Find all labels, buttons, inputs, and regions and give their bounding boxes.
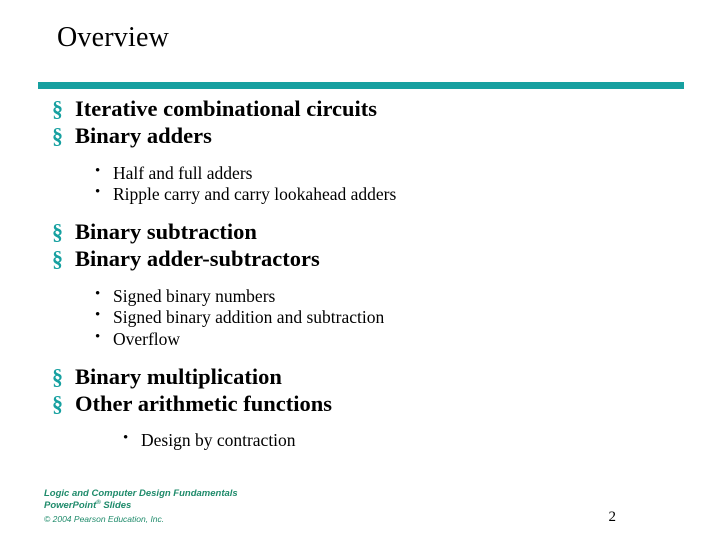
spacer xyxy=(38,206,698,219)
logo-subtitle-rest: Slides xyxy=(100,500,132,512)
spacer xyxy=(38,418,698,430)
registered-mark-icon: ® xyxy=(96,500,101,506)
dot-bullet-icon: • xyxy=(95,184,101,201)
bullet-item: § Other arithmetic functions xyxy=(38,391,698,417)
bullet-label: Ripple carry and carry lookahead adders xyxy=(113,184,397,205)
section-bullet-icon: § xyxy=(52,391,63,416)
spacer xyxy=(38,151,698,163)
bullet-item: • Signed binary numbers xyxy=(38,286,698,308)
bullet-item: § Binary adders xyxy=(38,123,698,149)
logo-subtitle-line: PowerPoint® Slides xyxy=(44,500,131,511)
section-bullet-icon: § xyxy=(52,363,63,389)
bullet-label: Binary multiplication xyxy=(75,363,282,389)
section-bullet-icon: § xyxy=(52,123,63,149)
page-number: 2 xyxy=(608,509,617,525)
page-title: Overview xyxy=(57,22,170,53)
bullet-item: § Iterative combinational circuits xyxy=(38,96,698,122)
dot-bullet-icon: • xyxy=(123,430,129,447)
bullet-item: § Binary multiplication xyxy=(38,364,698,390)
bullet-item: • Design by contraction xyxy=(38,430,698,452)
bullet-label: Signed binary addition and subtraction xyxy=(113,307,385,328)
bullet-item: § Binary subtraction xyxy=(38,219,698,245)
logo-title-line: Logic and Computer Design Fundamentals xyxy=(44,488,238,499)
bullet-label: Binary adder-subtractors xyxy=(75,246,320,272)
bullet-label: Half and full adders xyxy=(113,162,253,183)
bullet-label: Iterative combinational circuits xyxy=(75,96,378,121)
dot-bullet-icon: • xyxy=(95,285,101,302)
dot-bullet-icon: • xyxy=(95,162,101,179)
section-bullet-icon: § xyxy=(52,219,63,244)
bullet-item: § Binary adder-subtractors xyxy=(38,246,698,272)
bullet-item: • Overflow xyxy=(38,329,698,351)
bullet-label: Overflow xyxy=(113,329,181,349)
title-divider xyxy=(38,82,684,89)
dot-bullet-icon: • xyxy=(95,307,101,324)
spacer xyxy=(38,274,698,286)
bullet-label: Binary adders xyxy=(75,123,212,149)
bullet-label: Design by contraction xyxy=(141,430,296,451)
bullet-item: • Half and full adders xyxy=(38,163,698,185)
spacer xyxy=(38,351,698,364)
dot-bullet-icon: • xyxy=(95,329,101,345)
section-bullet-icon: § xyxy=(52,96,63,121)
logo-subtitle-text: PowerPoint xyxy=(44,500,97,512)
section-bullet-icon: § xyxy=(52,246,63,272)
copyright-line: © 2004 Pearson Education, Inc. xyxy=(44,514,165,524)
publisher-logo: Logic and Computer Design Fundamentals P… xyxy=(44,488,259,532)
bullet-label: Binary subtraction xyxy=(75,219,257,244)
bullet-item: • Ripple carry and carry lookahead adder… xyxy=(38,184,698,206)
bullet-item: • Signed binary addition and subtraction xyxy=(38,307,698,329)
slide-body: § Iterative combinational circuits § Bin… xyxy=(38,96,698,452)
bullet-label: Signed binary numbers xyxy=(113,285,276,306)
bullet-label: Other arithmetic functions xyxy=(75,391,333,416)
